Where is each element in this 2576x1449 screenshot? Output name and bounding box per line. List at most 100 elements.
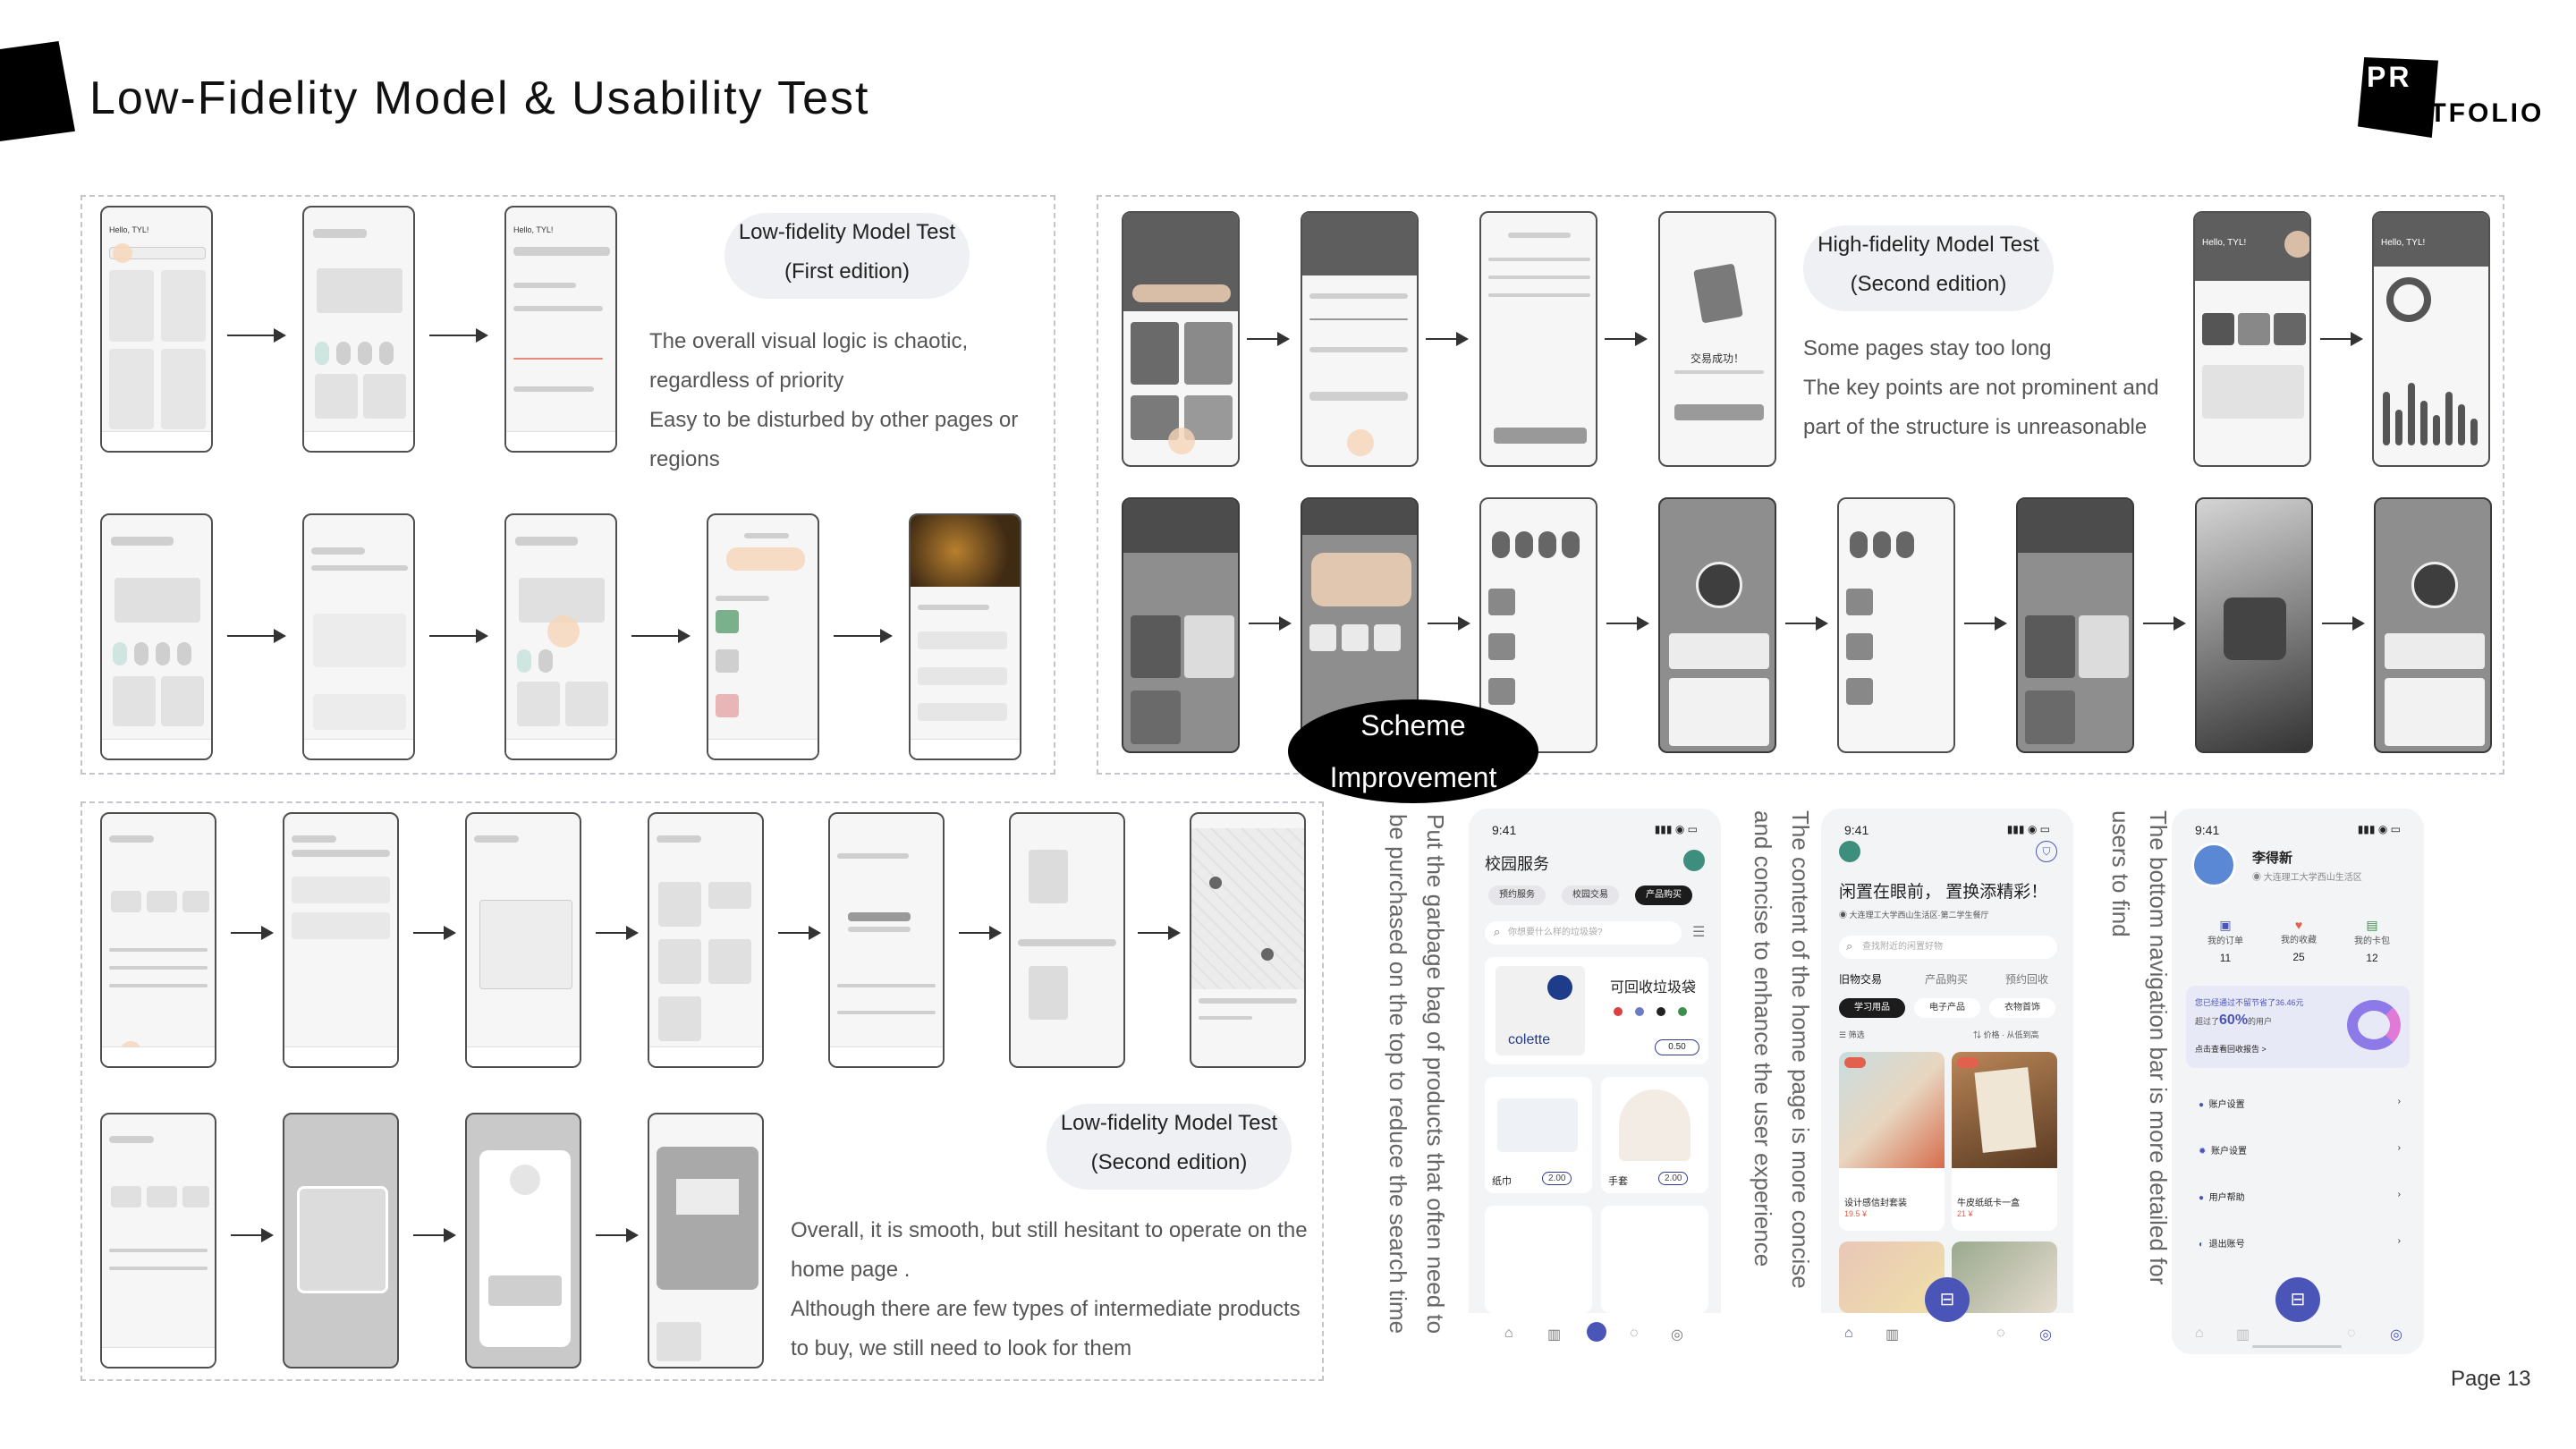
hf1-title-line2: (Second edition) xyxy=(1850,272,2007,296)
improvement-home-text: The content of the home page is more con… xyxy=(1750,810,1814,1289)
scan-button[interactable] xyxy=(1587,1322,1606,1342)
arrow xyxy=(1428,614,1470,633)
tab-buy[interactable]: 产品购买 xyxy=(1635,886,1692,905)
item-envelope[interactable]: 设计感信封套装 19.5 ¥ xyxy=(1839,1052,1945,1231)
section-lf1 xyxy=(80,195,1055,775)
arrow xyxy=(1247,329,1290,349)
lf2-title-line2: (Second edition) xyxy=(1090,1150,1248,1174)
home-icon[interactable]: ⌂ xyxy=(1844,1326,1853,1341)
price-badge: 0.50 xyxy=(1655,1039,1699,1055)
avatar xyxy=(1683,850,1705,871)
mock-profile: 9:41 ▮▮▮ ◉ ▭ 李得新 ◉ 大连理工大学西山生活区 ▣ 我的订单 11… xyxy=(2172,809,2424,1354)
improvement-garbage-bag-text: Put the garbage bag of products that oft… xyxy=(1385,814,1449,1335)
chat-icon[interactable]: ◌ xyxy=(1630,1326,1639,1341)
wire-hello: Hello, TYL! xyxy=(513,225,554,234)
lf2-r2-phone-scan xyxy=(283,1113,399,1368)
mock-campus-service: 9:41 ▮▮▮ ◉ ▭ 校园服务 预约服务 校园交易 产品购买 你想要什么样的… xyxy=(1469,809,1721,1354)
lf2-r2-phone-4 xyxy=(648,1113,764,1368)
cat-buy[interactable]: 产品购买 xyxy=(1925,973,1969,986)
user-icon[interactable]: ◎ xyxy=(1671,1327,1683,1343)
avatar xyxy=(1839,841,1860,862)
arrow xyxy=(413,1225,456,1245)
hf1-phone-3 xyxy=(1479,211,1597,467)
arrow xyxy=(596,1225,639,1245)
scan-button[interactable]: ⊟ xyxy=(2275,1277,2320,1322)
portfolio-logo: PR OTFOLIO xyxy=(2358,57,2563,138)
arrow xyxy=(2320,329,2363,349)
tab-trade[interactable]: 校园交易 xyxy=(1562,886,1619,905)
menu-account-settings-2[interactable]: ✹ 账户设置› xyxy=(2199,1143,2401,1157)
arrow xyxy=(1605,329,1648,349)
cat-trade[interactable]: 旧物交易 xyxy=(1839,973,1883,986)
user-icon[interactable]: ◎ xyxy=(2390,1327,2402,1343)
product-tissue[interactable]: 纸巾 2.00 xyxy=(1485,1077,1592,1193)
bubble-line2: Improvement xyxy=(1329,761,1497,793)
cat-recycle[interactable]: 预约回收 xyxy=(2005,973,2049,986)
lf2-title-pill: Low-fidelity Model Test (Second edition) xyxy=(1046,1104,1292,1190)
search-input[interactable]: 你想要什么样的垃圾袋? xyxy=(1485,921,1682,945)
hf1-title-line1: High-fidelity Model Test xyxy=(1818,233,2039,257)
avatar xyxy=(2191,843,2236,887)
stat-wallet[interactable]: ▤ 我的卡包 12 xyxy=(2336,918,2408,964)
tab-reserve[interactable]: 预约服务 xyxy=(1488,886,1546,905)
savings-card[interactable]: 您已经通过不留节省了36.46元 超过了60%的用户 点击查看回收报告 > xyxy=(2186,986,2410,1068)
hf1-title-pill: High-fidelity Model Test (Second edition… xyxy=(1803,225,2054,311)
lf1-title-line2: (First edition) xyxy=(784,259,911,284)
chat-icon[interactable]: ◌ xyxy=(2347,1326,2356,1341)
lf1-phone-r2-5 xyxy=(909,513,1021,760)
lf2-r2-phone-1 xyxy=(100,1113,216,1368)
chip-clothes[interactable]: 衣物首饰 xyxy=(1989,998,2055,1018)
list-icon[interactable]: ▥ xyxy=(1885,1327,1900,1343)
chevron-right-icon: › xyxy=(2397,1143,2401,1153)
item-kraft[interactable]: 牛皮纸纸卡一盒 21 ¥ xyxy=(1952,1052,2057,1231)
scan-button[interactable]: ⊟ xyxy=(1925,1277,1970,1322)
featured-product[interactable]: colette 可回收垃圾袋 0.50 xyxy=(1485,957,1708,1064)
signal-icon: ▮▮▮ ◉ ▭ xyxy=(2006,823,2050,835)
product-gloves[interactable]: 手套 2.00 xyxy=(1601,1077,1708,1193)
logout-icon: ◐ xyxy=(2199,1240,2205,1250)
chat-icon[interactable]: ◌ xyxy=(1996,1326,2005,1341)
lf2-phone-3 xyxy=(465,812,581,1068)
stat-orders[interactable]: ▣ 我的订单 11 xyxy=(2190,918,2261,964)
section-lf2 xyxy=(80,801,1324,1381)
arrow xyxy=(631,626,691,646)
cart-icon[interactable]: ⛉ xyxy=(2036,841,2057,862)
stat-favorites[interactable]: ♥ 我的收藏 25 xyxy=(2263,918,2334,963)
list-icon[interactable]: ▥ xyxy=(2236,1327,2250,1343)
bubble-line1: Scheme xyxy=(1360,709,1466,741)
heart-icon: ♥ xyxy=(2294,918,2303,932)
chip-study[interactable]: 学习用品 xyxy=(1839,998,1905,1018)
hf1-r2-phone xyxy=(1122,497,1240,753)
hf1-r2-phone xyxy=(2016,497,2134,753)
trash-icon[interactable]: ▥ xyxy=(1547,1327,1562,1343)
home-icon[interactable]: ⌂ xyxy=(1504,1326,1513,1341)
lf1-title-line1: Low-fidelity Model Test xyxy=(738,220,956,244)
arrow xyxy=(227,626,286,646)
user-icon[interactable]: ◎ xyxy=(2039,1327,2052,1343)
home-icon[interactable]: ⌂ xyxy=(2195,1326,2204,1341)
bottom-nav: ⌂ ▥ ◌ ◎ xyxy=(2172,1313,2424,1354)
logo-block xyxy=(2358,57,2438,138)
lf2-phone-2 xyxy=(283,812,399,1068)
lf2-phone-5 xyxy=(828,812,945,1068)
filter-button[interactable]: ☰ 筛选 xyxy=(1839,1030,1865,1039)
sort-button[interactable]: ⇅ 价格 · 从低到高 xyxy=(1973,1030,2039,1039)
lf2-phone-map xyxy=(1190,812,1306,1068)
menu-account-settings[interactable]: ● 账户设置› xyxy=(2199,1097,2401,1110)
lf2-title-line1: Low-fidelity Model Test xyxy=(1060,1111,1278,1135)
header-black-block xyxy=(0,41,75,141)
arrow xyxy=(413,923,456,943)
arrow xyxy=(1964,614,2007,633)
menu-logout[interactable]: ◐ 退出账号› xyxy=(2199,1236,2401,1250)
scheme-improvement-bubble: Scheme Improvement xyxy=(1288,699,1538,803)
logo-top-text: PR xyxy=(2367,61,2412,93)
improvement-nav-text: The bottom navigation bar is more detail… xyxy=(2107,810,2172,1285)
filter-icon[interactable]: ☰ xyxy=(1692,925,1706,940)
arrow xyxy=(2322,614,2365,633)
search-icon: ⌕ xyxy=(1846,939,1853,953)
chip-electronics[interactable]: 电子产品 xyxy=(1914,998,1980,1018)
menu-help[interactable]: ● 用户帮助› xyxy=(2199,1190,2401,1203)
home-indicator xyxy=(2252,1345,2342,1348)
wire-hello: Hello, TYL! xyxy=(2202,238,2247,248)
search-input[interactable]: 查找附近的闲置好物 xyxy=(1839,936,2057,959)
